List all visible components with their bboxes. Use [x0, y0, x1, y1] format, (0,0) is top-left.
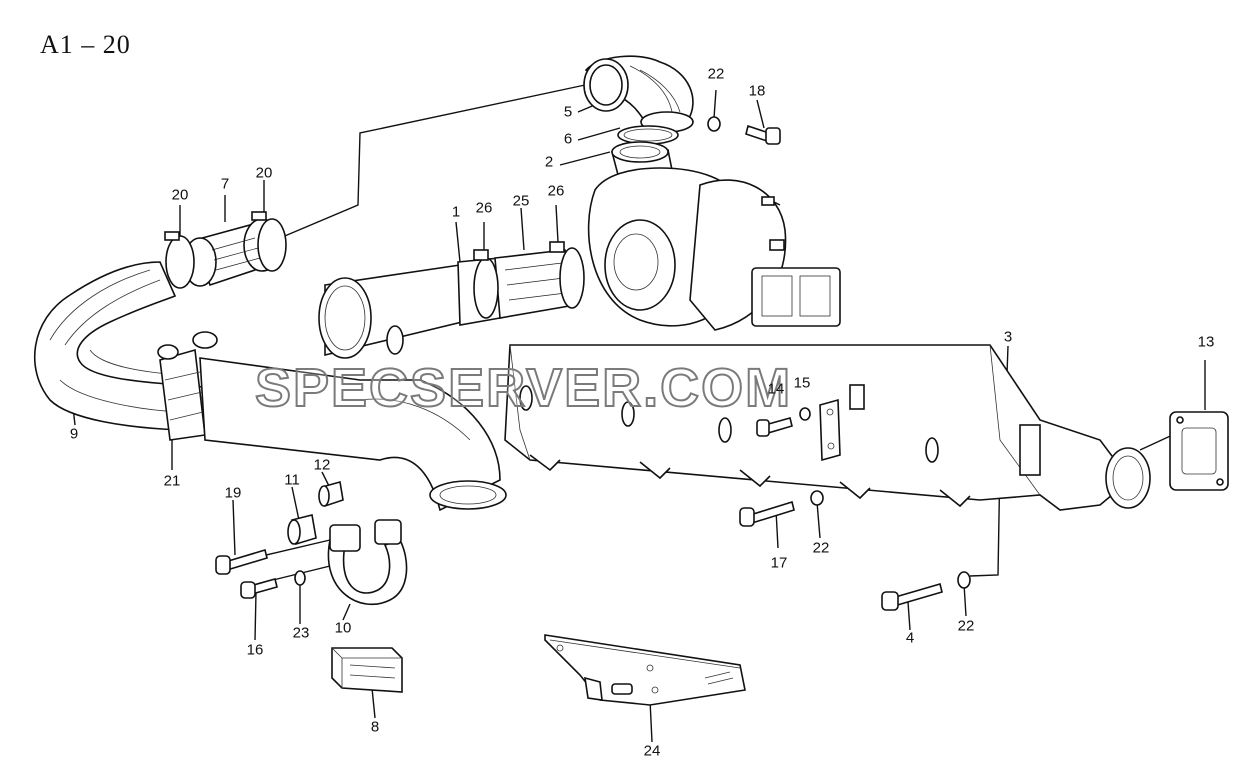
turbocharger-2 — [587, 141, 841, 331]
callout-5: 5 — [563, 103, 573, 121]
washer-22-top — [707, 116, 721, 132]
bolt-4 — [881, 582, 943, 611]
callout-12: 12 — [313, 456, 331, 474]
callout-18: 18 — [748, 82, 766, 100]
callout-17: 17 — [770, 554, 788, 572]
bolt-16 — [240, 578, 278, 599]
washer-22-mid — [810, 490, 824, 506]
callout-22-low: 22 — [957, 617, 975, 635]
callout-20-left: 20 — [171, 186, 189, 204]
hose-7-with-clamps — [164, 211, 287, 289]
callout-13: 13 — [1197, 333, 1215, 351]
callout-24: 24 — [643, 742, 661, 760]
callout-7: 7 — [220, 175, 230, 193]
washer-22-low — [957, 571, 971, 589]
adapter-1 — [318, 257, 501, 359]
bolt-14 — [756, 417, 793, 437]
callout-11: 11 — [284, 471, 300, 489]
gasket-13 — [1169, 411, 1229, 491]
elbow-5 — [583, 55, 694, 133]
callout-10: 10 — [334, 619, 352, 637]
pipe-and-elbow — [199, 357, 507, 512]
callout-8: 8 — [370, 718, 380, 736]
callout-25: 25 — [512, 192, 530, 210]
bolt-17 — [739, 500, 795, 527]
callout-2: 2 — [544, 153, 554, 171]
strap-clamp-10 — [327, 519, 408, 606]
spacer-11 — [287, 514, 317, 546]
hose-25-with-clamps — [473, 241, 585, 319]
callout-22-top: 22 — [707, 65, 725, 83]
bolt-19 — [215, 548, 268, 575]
callout-14: 14 — [767, 380, 785, 398]
bolt-18 — [745, 124, 781, 145]
callout-19: 19 — [224, 484, 242, 502]
page-code: A1 – 20 — [40, 30, 131, 59]
callout-4: 4 — [905, 629, 915, 647]
callout-26-right: 26 — [547, 182, 565, 200]
exhaust-manifold-3 — [504, 344, 1151, 511]
bracket-8 — [331, 647, 403, 693]
callout-21: 21 — [163, 472, 181, 490]
callout-6: 6 — [563, 130, 573, 148]
callout-15: 15 — [793, 374, 811, 392]
callout-3: 3 — [1003, 328, 1013, 346]
plate-15 — [799, 398, 841, 462]
washer-23 — [294, 570, 306, 586]
callout-22-mid: 22 — [812, 539, 830, 557]
bracket-24 — [544, 634, 746, 706]
callout-23: 23 — [292, 624, 310, 642]
spacer-12 — [318, 480, 344, 508]
callout-1: 1 — [451, 203, 461, 221]
callout-20-right: 20 — [255, 164, 273, 182]
callout-16: 16 — [246, 641, 264, 659]
callout-26-left: 26 — [475, 199, 493, 217]
callout-9: 9 — [69, 425, 79, 443]
